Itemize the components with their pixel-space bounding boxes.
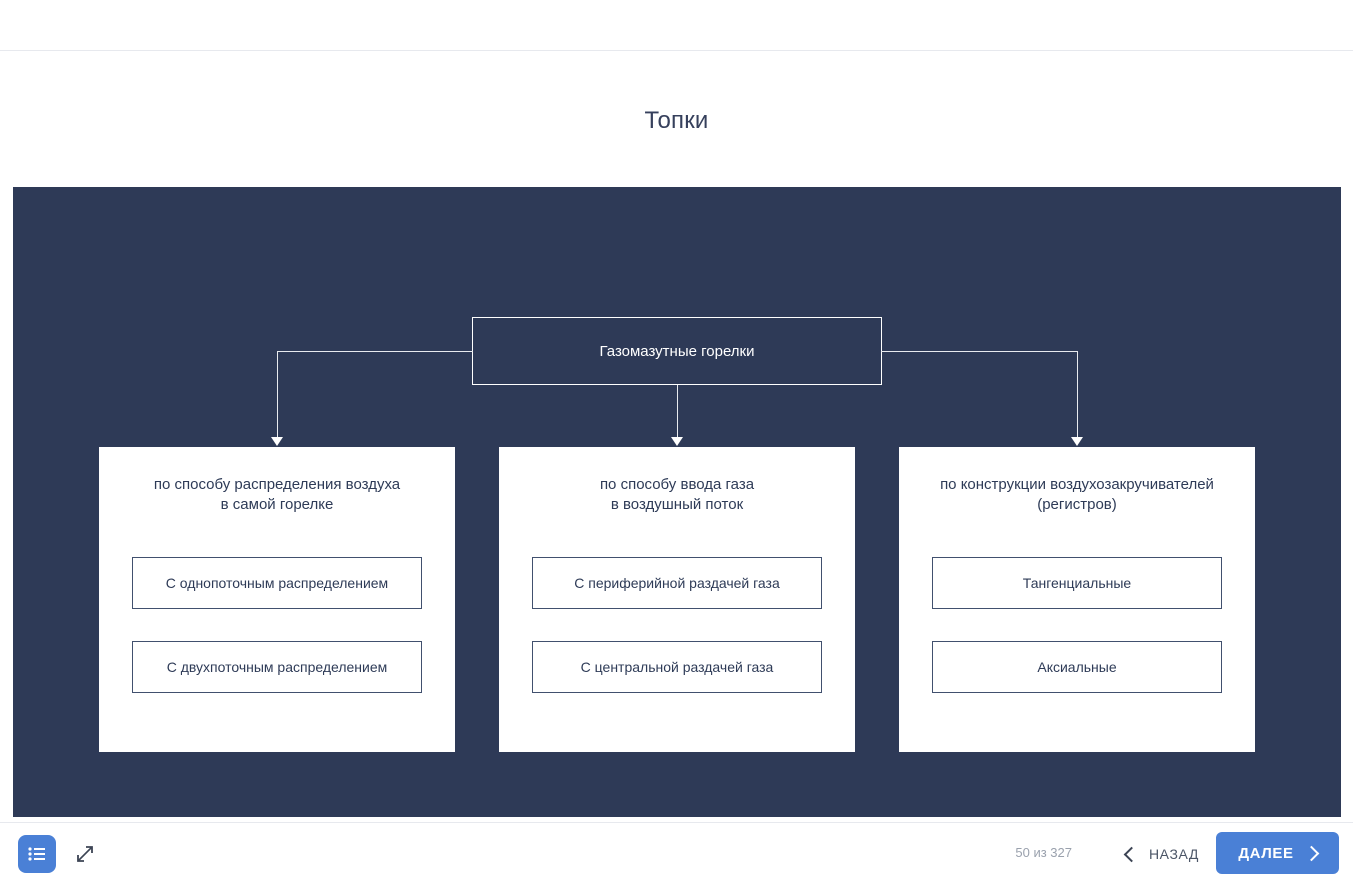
chevron-right-icon <box>1303 845 1319 861</box>
category-1-item-1[interactable]: С однопоточным распределением <box>132 557 422 609</box>
category-1-item-2[interactable]: С двухпоточным распределением <box>132 641 422 693</box>
chevron-left-icon <box>1123 846 1140 862</box>
fullscreen-expand-icon <box>77 846 93 862</box>
connector-right-horizontal <box>881 351 1077 352</box>
category-title-2-line1: по способу ввода газа <box>599 476 755 493</box>
category-title-1-line2: в самой горелке <box>220 496 334 513</box>
bottom-toolbar: 50 из 327 НАЗАД ДАЛЕЕ <box>0 822 1353 887</box>
category-2-item-2[interactable]: С центральной раздачей газа <box>532 641 822 693</box>
top-bar <box>0 0 1353 51</box>
diagram-panel: Газомазутные горелки по способу распреде… <box>13 187 1341 817</box>
category-title-3-line1: по конструкции воздухозакручивателей <box>940 476 1214 493</box>
slide-area: Топки Газомазутные горелки по способу ра… <box>0 52 1353 822</box>
back-button[interactable]: НАЗАД <box>1120 837 1205 871</box>
back-button-label: НАЗАД <box>1148 846 1199 862</box>
category-title-2: по способу ввода газа в воздушный поток <box>509 475 845 515</box>
connector-center-arrow-icon <box>671 437 683 446</box>
page-title: Топки <box>644 107 709 134</box>
category-card-2: по способу ввода газа в воздушный поток … <box>499 447 855 752</box>
category-3-item-2-label: Аксиальные <box>1037 659 1117 675</box>
list-icon <box>28 847 45 861</box>
category-3-item-1[interactable]: Тангенциальные <box>932 557 1222 609</box>
connector-center-vertical <box>677 385 678 443</box>
category-2-item-1-label: С периферийной раздачей газа <box>574 575 780 591</box>
category-title-1: по способу распределения воздуха в самой… <box>109 475 445 515</box>
toc-list-button[interactable] <box>18 835 56 873</box>
connector-right-vertical <box>1077 351 1078 443</box>
category-title-1-line1: по способу распределения воздуха <box>153 476 401 493</box>
connector-right-arrow-icon <box>1071 437 1083 446</box>
category-3-item-1-label: Тангенциальные <box>1022 575 1132 591</box>
category-card-1: по способу распределения воздуха в самой… <box>99 447 455 752</box>
connector-left-arrow-icon <box>271 437 283 446</box>
connector-left-horizontal <box>277 351 473 352</box>
category-2-item-1[interactable]: С периферийной раздачей газа <box>532 557 822 609</box>
category-title-2-line2: в воздушный поток <box>610 496 744 513</box>
next-button[interactable]: ДАЛЕЕ <box>1216 832 1339 874</box>
category-1-item-1-label: С однопоточным распределением <box>165 575 389 591</box>
category-title-3: по конструкции воздухозакручивателей (ре… <box>909 475 1245 515</box>
diagram-root-node: Газомазутные горелки <box>472 317 882 385</box>
fullscreen-button[interactable] <box>72 841 98 867</box>
category-title-3-line2: (регистров) <box>1037 496 1117 513</box>
category-2-item-2-label: С центральной раздачей газа <box>580 659 774 675</box>
category-1-item-2-label: С двухпоточным распределением <box>166 659 388 675</box>
connector-left-vertical <box>277 351 278 443</box>
category-card-3: по конструкции воздухозакручивателей (ре… <box>899 447 1255 752</box>
category-3-item-2[interactable]: Аксиальные <box>932 641 1222 693</box>
next-button-label: ДАЛЕЕ <box>1238 844 1294 862</box>
diagram-root-label: Газомазутные горелки <box>599 342 755 360</box>
page-counter: 50 из 327 <box>1015 845 1072 860</box>
